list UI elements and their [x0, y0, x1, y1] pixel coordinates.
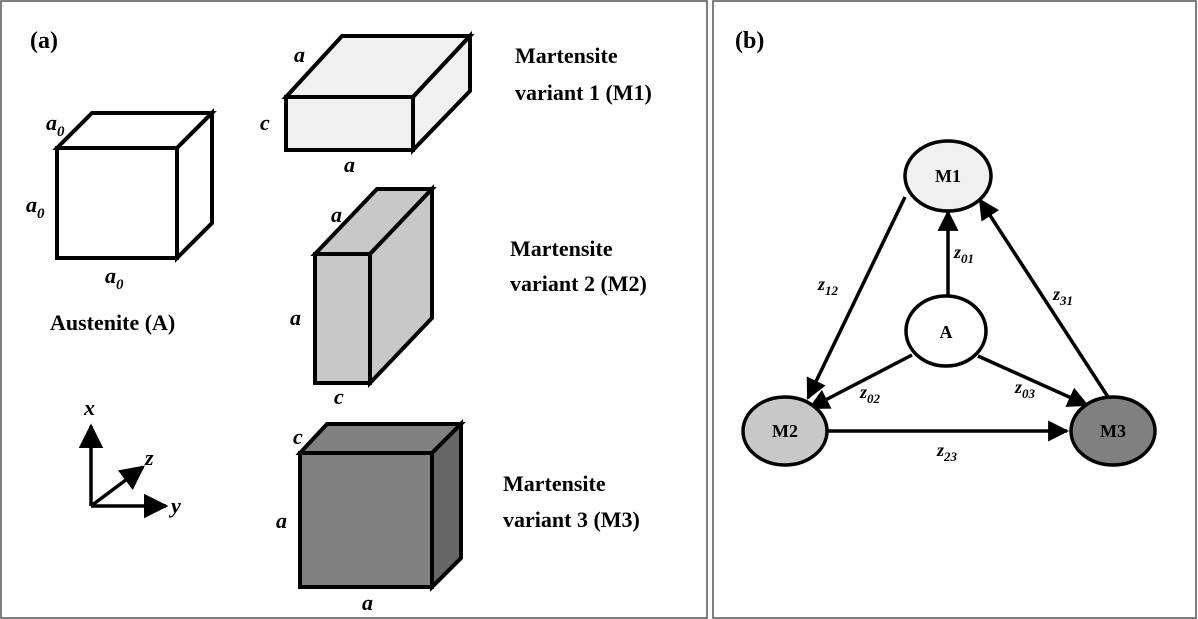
- panel-a-frame: [0, 0, 708, 619]
- panel-a-label: (a): [30, 28, 58, 54]
- austenite-left-label: a0: [26, 192, 45, 222]
- m3-box: [295, 419, 466, 592]
- austenite-top-label: a0: [46, 110, 65, 140]
- node-m1-label: M1: [935, 166, 961, 186]
- edge-z31-label: z31: [1052, 284, 1073, 308]
- node-m1: [903, 139, 993, 213]
- m2-box: [310, 184, 437, 388]
- axis-x-label: x: [83, 395, 95, 420]
- node-m3-label: M3: [1100, 421, 1126, 441]
- axis-y-label: y: [168, 493, 181, 518]
- austenite-bottom-label: a0: [105, 263, 124, 293]
- edges: [806, 196, 1112, 442]
- node-m2-label: M2: [772, 421, 798, 441]
- m1-caption-line2: variant 1 (M1): [515, 80, 652, 105]
- node-m2: [741, 395, 829, 467]
- panel-b-label: (b): [735, 28, 764, 54]
- edge-z02-label: z02: [859, 382, 881, 406]
- m3-left-label: a: [276, 508, 287, 533]
- edge-m1-m2: [806, 196, 907, 400]
- edge-z23-label: z23: [936, 440, 958, 464]
- node-a-label: A: [940, 322, 953, 342]
- m1-bottom-label: a: [344, 152, 355, 177]
- austenite-caption: Austenite (A): [50, 310, 175, 335]
- m2-caption-line2: variant 2 (M2): [510, 271, 647, 296]
- austenite-cube: [52, 108, 217, 263]
- node-m3: [1069, 395, 1157, 467]
- axes-triad: [78, 423, 169, 519]
- node-a: [904, 294, 988, 368]
- m2-left-label: a: [290, 305, 301, 330]
- m1-left-label: c: [260, 110, 270, 135]
- edge-z03-label: z03: [1014, 377, 1036, 401]
- edge-a-m3: [977, 354, 1089, 407]
- m1-box: [281, 30, 475, 155]
- m3-bottom-label: a: [362, 590, 373, 615]
- m2-caption-line1: Martensite: [510, 236, 613, 261]
- m3-caption-line1: Martensite: [503, 471, 606, 496]
- edge-a-m2: [808, 353, 913, 410]
- m3-top-label: c: [293, 424, 303, 449]
- m1-caption-line1: Martensite: [515, 43, 618, 68]
- m1-top-label: a: [294, 42, 305, 67]
- m3-caption-line2: variant 3 (M3): [503, 507, 640, 532]
- edge-m3-m1: [978, 198, 1112, 401]
- edge-z12-label: z12: [817, 274, 839, 298]
- panel-b-frame: [712, 0, 1197, 619]
- edge-z01-label: z01: [953, 242, 974, 266]
- axis-z-label: z: [144, 445, 154, 470]
- m2-top-label: a: [331, 202, 342, 227]
- m2-bottom-label: c: [334, 384, 344, 409]
